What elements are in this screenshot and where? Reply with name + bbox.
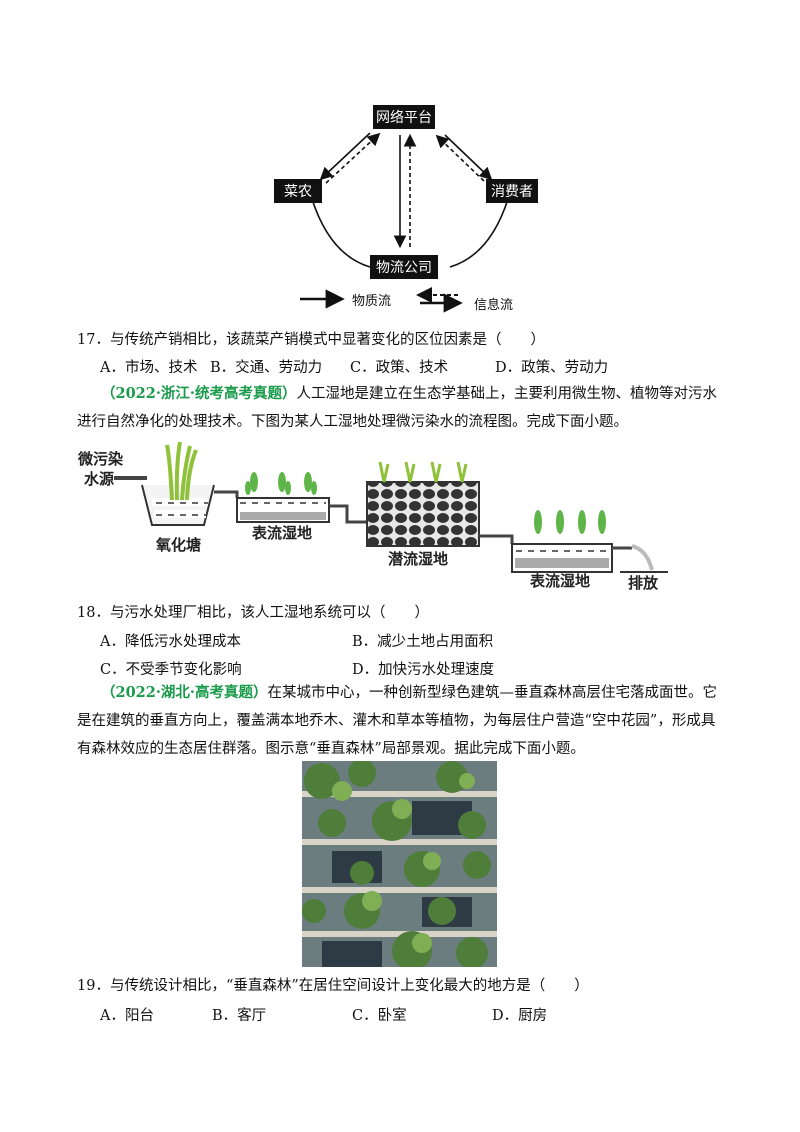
option-c[interactable]: C．卧室 xyxy=(352,1008,407,1024)
node-platform xyxy=(373,105,435,129)
building-floors xyxy=(302,791,497,937)
node-platform-label: 网络平台 xyxy=(376,110,432,126)
option-a[interactable]: A．降低污水处理成本 xyxy=(100,634,241,650)
wetland-2-plants xyxy=(534,510,606,534)
question-19-options: A．阳台 B．客厅 C．卧室 D．厨房 xyxy=(100,1004,600,1026)
label-subsurface-wetland: 潜流湿地 xyxy=(388,550,448,568)
question-18-options: A．降低污水处理成本 B．减少土地占用面积 C．不受季节变化影响 D．加快污水处… xyxy=(100,630,660,682)
label-surface-wetland-2: 表流湿地 xyxy=(530,572,590,590)
node-logistics-label: 物流公司 xyxy=(376,260,432,276)
option-c[interactable]: C．政策、技术 xyxy=(350,360,449,376)
consumer-to-logistics-arc xyxy=(449,198,509,268)
wetland-1-plants xyxy=(245,472,317,495)
node-consumer-label: 消费者 xyxy=(491,184,533,200)
question-18-stem: 18．与污水处理厂相比，该人工湿地系统可以（ ） xyxy=(77,605,429,621)
node-farmer-label: 菜农 xyxy=(284,184,312,200)
legend-material-label: 物质流 xyxy=(352,294,391,309)
subsurface-plants xyxy=(378,461,468,483)
question-19-stem: 19．与传统设计相比，“垂直森林”在居住空间设计上变化最大的地方是（ ） xyxy=(77,978,589,994)
option-b[interactable]: B．减少土地占用面积 xyxy=(352,634,494,650)
option-a[interactable]: A．阳台 xyxy=(100,1008,154,1024)
option-b[interactable]: B．交通、劳动力 xyxy=(210,360,323,376)
source-tag: （2022·浙江·统考高考真题） xyxy=(101,385,297,402)
label-surface-wetland-1: 表流湿地 xyxy=(252,524,312,542)
vertical-forest-photo xyxy=(302,761,497,967)
node-consumer xyxy=(486,179,538,203)
intro-text: 在某城市中心，一种创新型绿色建筑—垂直森林高层住宅落成面世。它是在建筑的垂直方向… xyxy=(77,685,717,757)
label-discharge: 排放 xyxy=(628,574,659,592)
node-farmer xyxy=(274,179,322,203)
node-logistics xyxy=(370,255,438,279)
legend-information-label: 信息流 xyxy=(474,297,513,313)
farmer-to-logistics-arc xyxy=(311,198,371,268)
intro-text: 人工湿地是建立在生态学基础上，主要利用微生物、植物等对污水进行自然净化的处理技术… xyxy=(77,386,717,430)
subsurface-wetland xyxy=(366,481,480,547)
intro-zhejiang: （2022·浙江·统考高考真题）人工湿地是建立在生态学基础上，主要利用微生物、植… xyxy=(77,380,727,436)
option-c[interactable]: C．不受季节变化影响 xyxy=(100,662,242,678)
label-water-source-2: 水源 xyxy=(84,470,114,488)
option-d[interactable]: D．加快污水处理速度 xyxy=(352,662,495,678)
label-oxidation-pond: 氧化塘 xyxy=(155,536,201,554)
option-b[interactable]: B．客厅 xyxy=(212,1008,267,1024)
wetland-process-diagram: 微污染 水源 氧化塘 表流湿地 潜流湿地 表流湿地 排放 xyxy=(77,441,668,592)
greenery xyxy=(302,761,491,967)
logistics-flow-diagram: 网络平台 菜农 消费者 物流公司 物质流 信息流 xyxy=(274,105,538,313)
intro-hubei: （2022·湖北·高考真题）在某城市中心，一种创新型绿色建筑—垂直森林高层住宅落… xyxy=(77,679,727,763)
option-d[interactable]: D．政策、劳动力 xyxy=(495,360,609,376)
windows xyxy=(322,801,472,967)
question-17-stem: 17．与传统产销相比，该蔬菜产销模式中显著变化的区位因素是（ ） xyxy=(77,332,545,348)
source-tag: （2022·湖北·高考真题） xyxy=(101,684,268,701)
option-a[interactable]: A．市场、技术 xyxy=(100,360,198,376)
question-17-options: A．市场、技术 B．交通、劳动力 C．政策、技术 D．政策、劳动力 xyxy=(100,356,700,378)
label-water-source-1: 微污染 xyxy=(77,450,124,468)
option-d[interactable]: D．厨房 xyxy=(492,1008,548,1024)
